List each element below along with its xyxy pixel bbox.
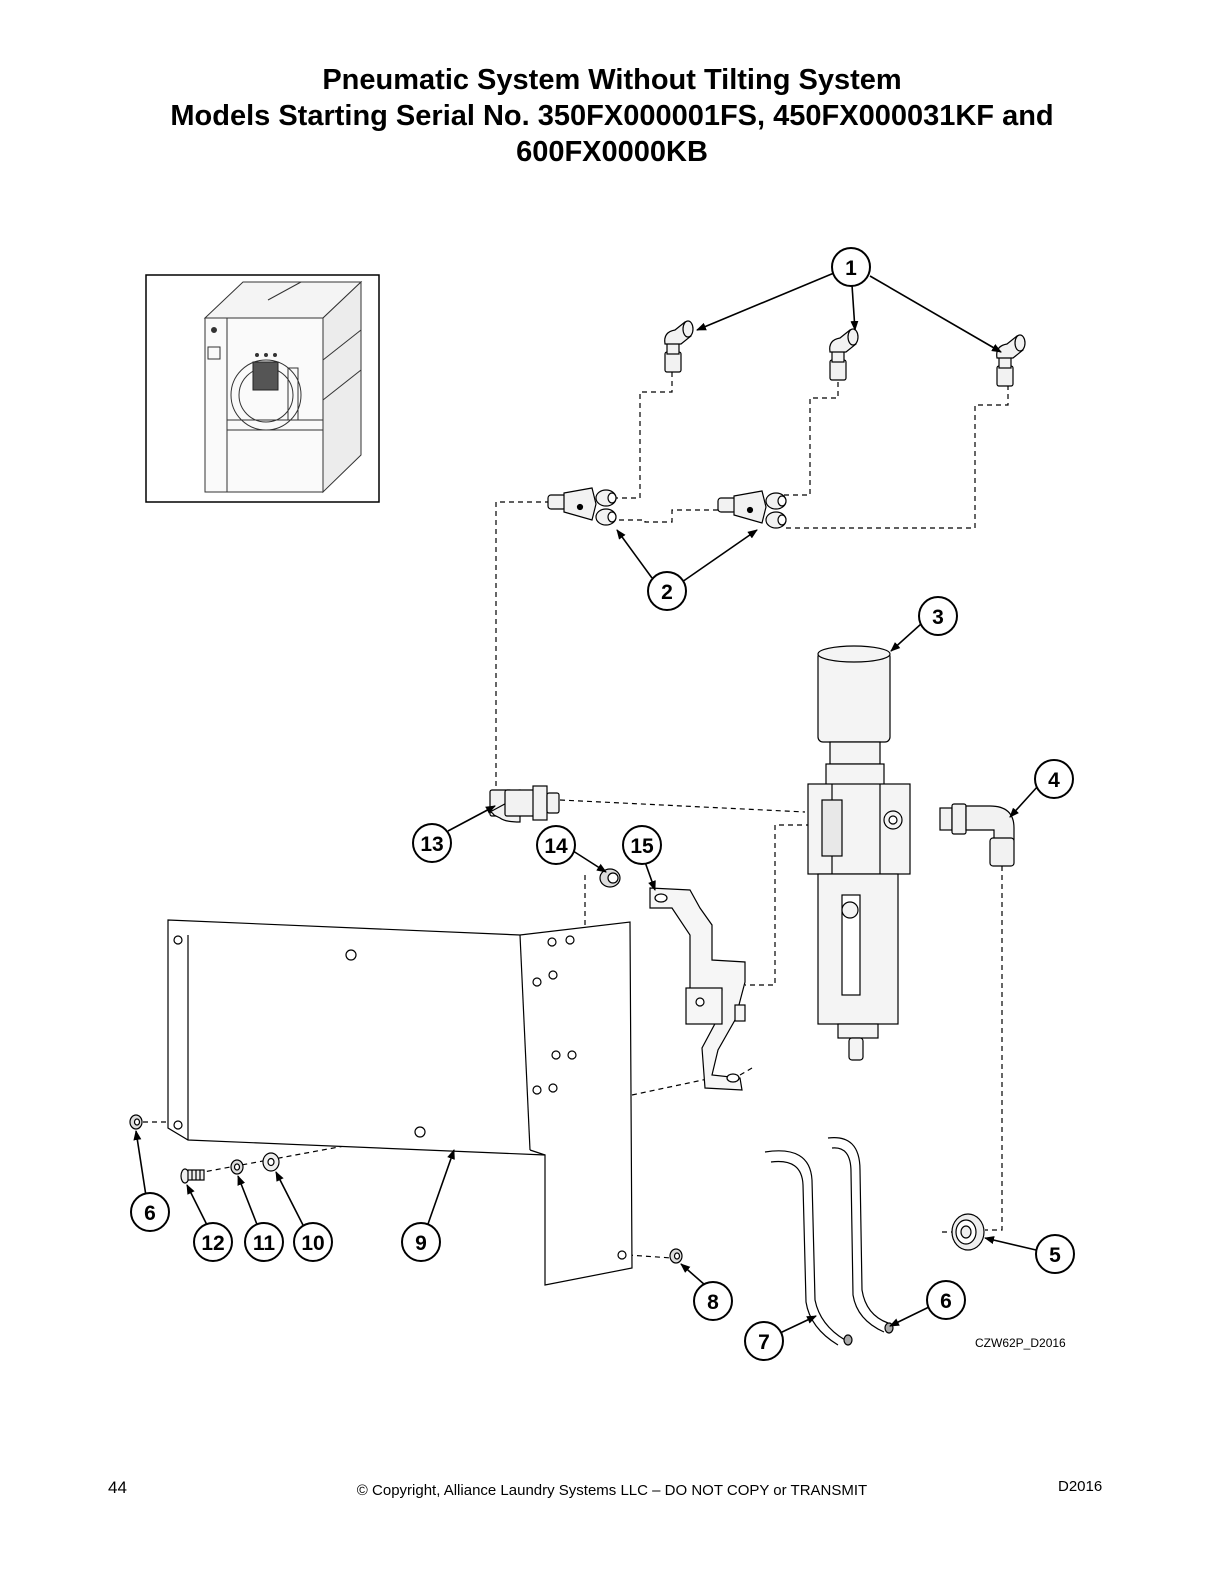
svg-text:13: 13 [420, 833, 443, 856]
page-number: 44 [108, 1478, 127, 1497]
y-fitting-part [547, 487, 787, 529]
callout-9: 9 [401, 1222, 441, 1262]
callout-6-left: 6 [130, 1192, 170, 1232]
mounting-bracket-part [167, 919, 633, 1286]
side-elbow-fitting-part [939, 803, 1015, 867]
tubing-part [764, 1137, 894, 1346]
nut-part [129, 1114, 143, 1130]
callout-4: 4 [1034, 759, 1074, 799]
machine-locator-inset [145, 274, 380, 503]
callout-leaders [133, 272, 1039, 1334]
flat-washer-part [262, 1152, 280, 1172]
callout-2: 2 [647, 571, 687, 611]
bulkhead-fitting-part [951, 1213, 985, 1251]
svg-text:15: 15 [630, 835, 654, 858]
callout-bubbles: 1 2 3 4 5 6 6 7 [130, 247, 1075, 1361]
svg-text:4: 4 [1048, 769, 1060, 792]
title-line-2: Models Starting Serial No. 350FX000001FS… [170, 100, 1054, 132]
svg-text:14: 14 [544, 835, 568, 858]
page-title: Pneumatic System Without Tilting System … [0, 62, 1224, 170]
svg-text:5: 5 [1049, 1244, 1061, 1267]
callout-15: 15 [622, 825, 662, 865]
callout-1: 1 [831, 247, 871, 287]
callout-3: 3 [918, 596, 958, 636]
screw-part [180, 1168, 205, 1184]
callout-8: 8 [693, 1281, 733, 1321]
svg-text:3: 3 [932, 606, 944, 629]
filter-regulator-part [807, 645, 911, 1061]
svg-text:11: 11 [253, 1232, 276, 1255]
plug-part [599, 868, 621, 888]
callout-14: 14 [536, 825, 576, 865]
regulator-bracket-part [649, 887, 746, 1091]
callout-13: 13 [412, 823, 452, 863]
svg-text:8: 8 [707, 1291, 719, 1314]
title-line-1: Pneumatic System Without Tilting System [322, 64, 902, 96]
svg-text:6: 6 [940, 1290, 952, 1313]
svg-text:1: 1 [845, 257, 857, 280]
copyright-notice: © Copyright, Alliance Laundry Systems LL… [356, 1482, 868, 1499]
left-elbow-fitting-part [489, 785, 560, 823]
elbow-fitting-part [664, 320, 1026, 387]
svg-text:7: 7 [758, 1331, 770, 1354]
callout-10: 10 [293, 1222, 333, 1262]
svg-text:2: 2 [661, 581, 673, 604]
callout-5: 5 [1035, 1234, 1075, 1274]
callout-7: 7 [744, 1321, 784, 1361]
lock-washer-part [230, 1159, 244, 1175]
callout-6-right: 6 [926, 1280, 966, 1320]
svg-text:12: 12 [201, 1232, 224, 1255]
bottom-nut-part [669, 1248, 683, 1264]
svg-text:10: 10 [301, 1232, 324, 1255]
svg-text:9: 9 [415, 1232, 427, 1255]
drawing-code: CZW62P_D2016 [975, 1336, 1066, 1350]
svg-text:6: 6 [144, 1202, 156, 1225]
callout-11: 11 [244, 1222, 284, 1262]
title-line-3: 600FX0000KB [516, 136, 708, 168]
callout-12: 12 [193, 1222, 233, 1262]
document-code: D2016 [1058, 1478, 1103, 1495]
